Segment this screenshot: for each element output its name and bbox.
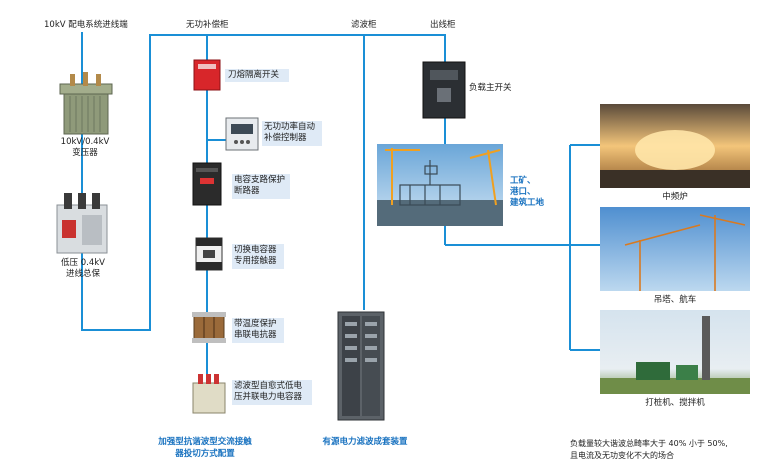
breaker-label-line1: 电容支路保护 (234, 175, 286, 185)
knife-switch-label-bg (225, 69, 289, 82)
note-line1: 负载量较大谐波总畸率大于 40% 小于 50%, (570, 439, 728, 448)
controller-label-line2: 补偿控制器 (264, 133, 307, 143)
transformer-label-line2: 变压器 (72, 148, 98, 158)
piling-label: 打桩机、搅拌机 (645, 398, 705, 408)
reactor-label-line2: 串联电抗器 (234, 330, 277, 340)
incoming-line (81, 32, 446, 331)
crane-photo (600, 207, 750, 291)
load-switch-drawing (422, 61, 466, 119)
site-photo (377, 144, 503, 226)
branch-breaker-drawing (192, 162, 222, 206)
capacitor-label-line2: 压并联电力电容器 (234, 392, 303, 402)
controller-label-line1: 无功功率自动 (264, 122, 316, 132)
controller-label-bg (262, 121, 322, 146)
piling-photo (600, 310, 750, 394)
header-incoming-line: 10kV 配电系统进线端 (44, 20, 128, 30)
site-label-line3: 建筑工地 (510, 198, 545, 208)
header-filter-cabinet: 滤波柜 (351, 20, 377, 30)
compensation-caption-line2: 器投切方式配置 (175, 449, 235, 459)
reactor-label-bg (232, 318, 284, 343)
furnace-photo (600, 104, 750, 188)
reactor-label-line1: 带温度保护 (234, 319, 277, 329)
capacitor-label-line1: 滤波型自愈式低电 (234, 381, 303, 391)
main-breaker-label-line2: 进线总保 (65, 269, 100, 279)
header-outgoing-cabinet: 出线柜 (430, 20, 456, 30)
note-line2: 且电流及无功变化不大的场合 (570, 451, 674, 460)
header-compensation-cabinet: 无功补偿柜 (186, 20, 229, 30)
controller-drawing (225, 117, 259, 151)
furnace-label: 中频炉 (662, 192, 688, 202)
main-breaker-label-line1: 低压 0.4kV (61, 258, 105, 268)
main-breaker-drawing (56, 193, 108, 254)
site-label-line2: 港口、 (510, 187, 536, 197)
transformer-label-line1: 10kV/0.4kV (60, 137, 110, 147)
knife-switch-drawing (193, 59, 221, 91)
transformer-drawing (59, 72, 113, 135)
filter-caption: 有源电力滤波成套装置 (322, 437, 408, 447)
contactor-label-line1: 切换电容器 (234, 245, 277, 255)
reactor-drawing (192, 312, 226, 343)
crane-label: 吊塔、航车 (653, 295, 697, 305)
capacitor-label-bg (232, 380, 312, 405)
site-label-line1: 工矿、 (510, 176, 536, 186)
contactor-drawing (195, 237, 223, 271)
filter-cabinet-drawing (337, 311, 385, 421)
knife-switch-label: 刀熔隔离开关 (228, 70, 280, 80)
capacitor-drawing (192, 374, 226, 414)
load-switch-label: 负载主开关 (469, 83, 512, 93)
contactor-label-bg (232, 244, 284, 269)
contactor-label-line2: 专用接触器 (234, 256, 277, 266)
breaker-label-line2: 断路器 (234, 186, 260, 196)
breaker-label-bg (232, 174, 290, 199)
compensation-caption-line1: 加强型抗谐波型交流接触 (158, 437, 252, 447)
